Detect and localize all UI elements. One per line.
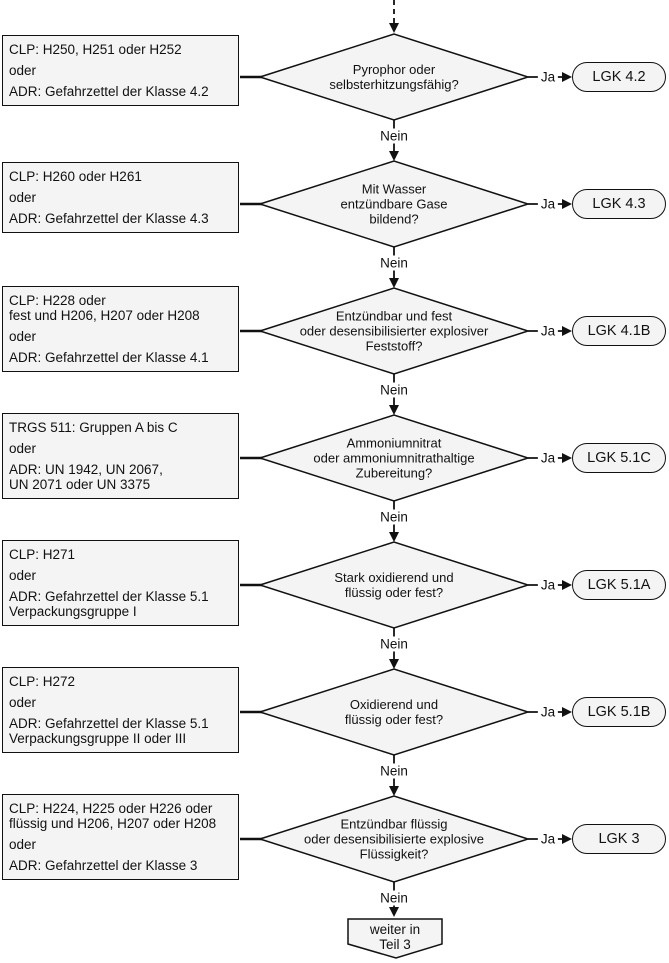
criteria-line: oder — [9, 695, 37, 710]
flow-row-shapes — [240, 287, 572, 415]
no-label: Nein — [377, 128, 411, 144]
criteria-line: CLP: H228 oder fest und H206, H207 oder … — [9, 293, 200, 323]
criteria-line: CLP: H224, H225 oder H226 oder flüssig u… — [9, 801, 217, 831]
arrowhead-icon — [562, 707, 572, 717]
criteria-line: oder — [9, 329, 37, 344]
flow-row-shapes — [240, 414, 572, 542]
decision-question: Oxidierend und flüssig oder fest? — [344, 697, 444, 727]
criteria-line: ADR: Gefahrzettel der Klasse 4.1 — [9, 350, 209, 365]
criteria-line: ADR: Gefahrzettel der Klasse 3 — [9, 858, 198, 873]
decision-question: Entzündbar flüssig oder desensibilisiert… — [304, 816, 484, 862]
yes-label: Ja — [537, 69, 559, 85]
offpage-connector — [347, 918, 443, 959]
arrowhead-icon — [389, 659, 399, 669]
arrowhead-icon — [562, 326, 572, 336]
result-node: LGK 4.3 — [572, 189, 666, 219]
criteria-line: oder — [9, 190, 37, 205]
decision-question: Entzündbar und fest oder desensibilisier… — [299, 308, 489, 354]
yes-label: Ja — [537, 450, 559, 466]
criteria-line: ADR: Gefahrzettel der Klasse 5.1 Verpack… — [9, 716, 209, 746]
criteria-line: TRGS 511: Gruppen A bis C — [9, 420, 178, 435]
criteria-line: oder — [9, 441, 37, 456]
yes-label: Ja — [537, 831, 559, 847]
criteria-line: oder — [9, 837, 37, 852]
decision-question: Pyrophor oder selbsterhitzungsfähig? — [329, 62, 459, 92]
yes-label: Ja — [537, 323, 559, 339]
criteria-box: CLP: H228 oder fest und H206, H207 oder … — [2, 286, 239, 372]
criteria-box: CLP: H272 oder ADR: Gefahrzettel der Kla… — [2, 667, 239, 753]
criteria-line: ADR: Gefahrzettel der Klasse 5.1 Verpack… — [9, 589, 209, 619]
arrowhead-icon — [562, 453, 572, 463]
yes-label: Ja — [537, 196, 559, 212]
no-label: Nein — [377, 255, 411, 271]
flow-row-shapes — [240, 33, 572, 161]
arrowhead-icon — [389, 23, 399, 33]
no-label: Nein — [377, 636, 411, 652]
criteria-line: ADR: Gefahrzettel der Klasse 4.2 — [9, 84, 209, 99]
arrowhead-icon — [562, 72, 572, 82]
result-node: LGK 3 — [572, 824, 666, 854]
criteria-box: CLP: H260 oder H261 oder ADR: Gefahrzett… — [2, 162, 239, 233]
yes-label: Ja — [537, 577, 559, 593]
offpage-connector-label: weiter in Teil 3 — [369, 922, 421, 952]
criteria-box: CLP: H224, H225 oder H226 oder flüssig u… — [2, 794, 239, 880]
criteria-box: CLP: H250, H251 oder H252 oder ADR: Gefa… — [2, 35, 239, 106]
criteria-line: oder — [9, 568, 37, 583]
yes-label: Ja — [537, 704, 559, 720]
no-label: Nein — [377, 382, 411, 398]
arrowhead-icon — [389, 151, 399, 161]
decision-question: Mit Wasser entzündbare Gase bildend? — [340, 181, 448, 227]
decision-question: Stark oxidierend und flüssig oder fest? — [334, 570, 454, 600]
result-node: LGK 4.2 — [572, 62, 666, 92]
criteria-line: CLP: H260 oder H261 — [9, 169, 142, 184]
result-node: LGK 4.1B — [572, 316, 666, 346]
no-label: Nein — [377, 509, 411, 525]
criteria-line: ADR: Gefahrzettel der Klasse 4.3 — [9, 211, 209, 226]
arrowhead-icon — [389, 405, 399, 415]
criteria-line: CLP: H250, H251 oder H252 — [9, 42, 182, 57]
criteria-box: CLP: H271 oder ADR: Gefahrzettel der Kla… — [2, 540, 239, 626]
arrowhead-icon — [389, 278, 399, 288]
result-node: LGK 5.1A — [572, 570, 666, 600]
result-node: LGK 5.1C — [572, 443, 666, 473]
arrowhead-icon — [562, 199, 572, 209]
arrowhead-icon — [389, 532, 399, 542]
arrowhead-icon — [389, 907, 399, 917]
criteria-line: CLP: H272 — [9, 674, 76, 689]
criteria-line: CLP: H271 — [9, 547, 76, 562]
arrowhead-icon — [389, 786, 399, 796]
criteria-line: oder — [9, 63, 37, 78]
criteria-box: TRGS 511: Gruppen A bis C oder ADR: UN 1… — [2, 413, 239, 499]
result-node: LGK 5.1B — [572, 697, 666, 727]
arrowhead-icon — [562, 834, 572, 844]
no-label: Nein — [377, 890, 411, 906]
no-label: Nein — [377, 763, 411, 779]
arrowhead-icon — [562, 580, 572, 590]
decision-question: Ammoniumnitrat oder ammoniumnitrathaltig… — [313, 435, 475, 481]
criteria-line: ADR: UN 1942, UN 2067, UN 2071 oder UN 3… — [9, 462, 163, 492]
